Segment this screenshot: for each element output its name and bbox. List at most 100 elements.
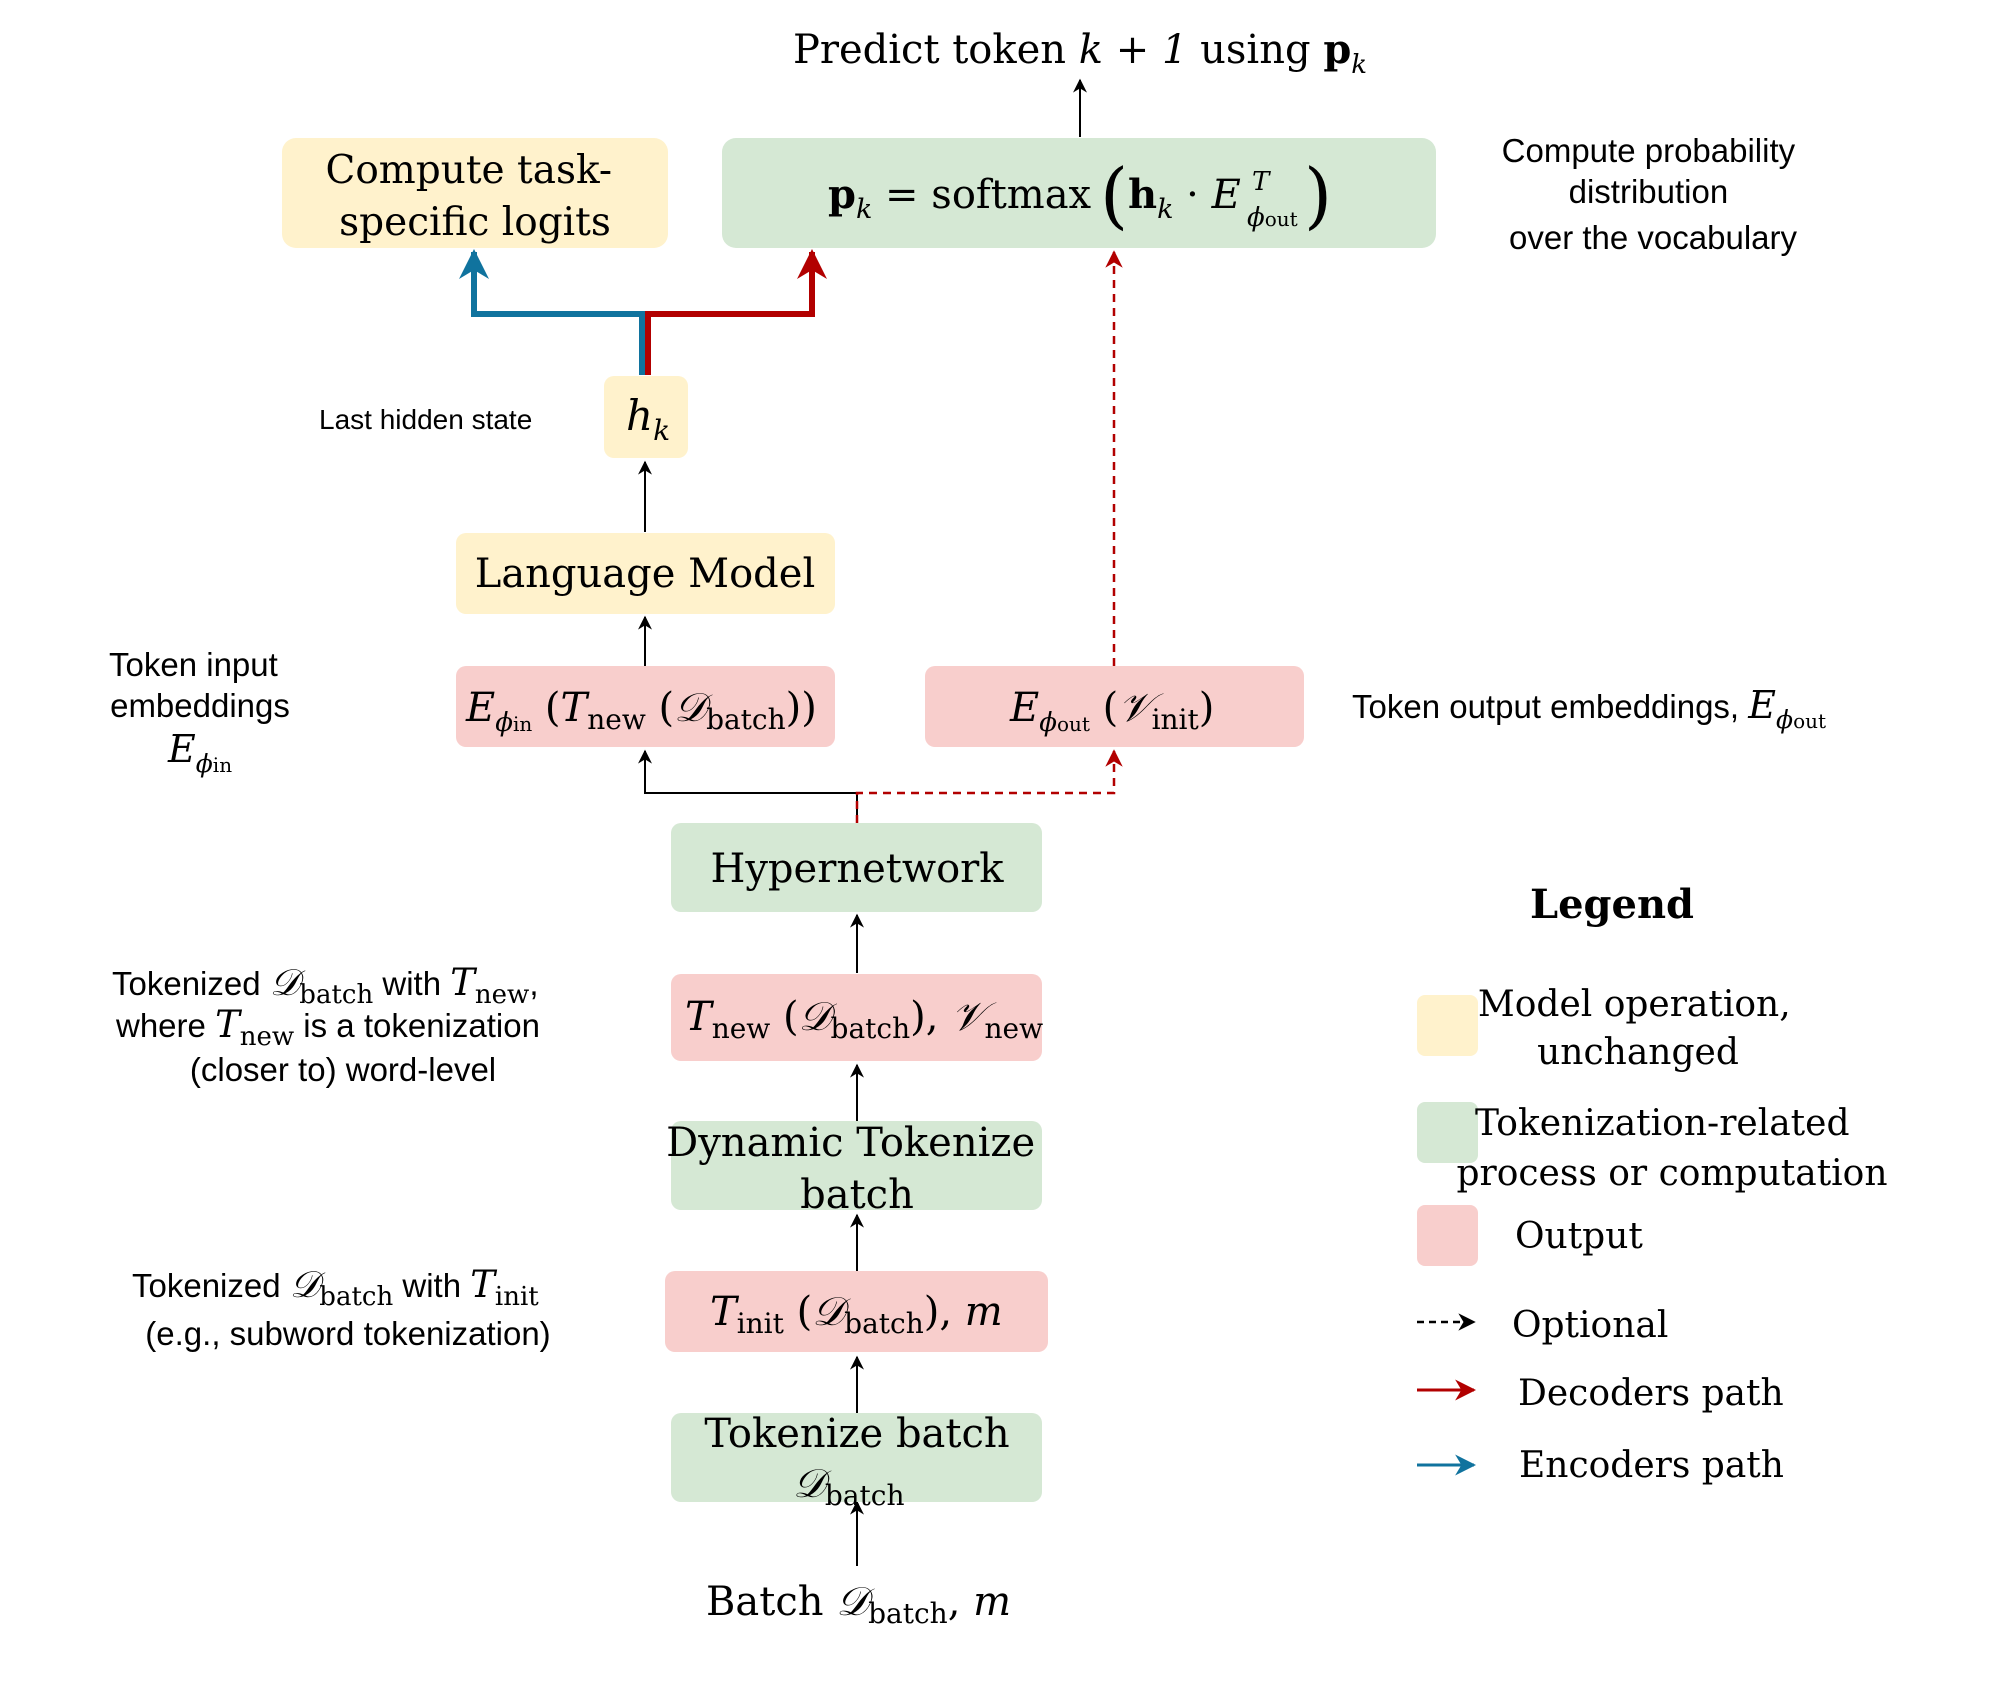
arrow-hypernetwork-to-output-emb [855, 749, 1123, 823]
predict-expr: k + 1 [1079, 27, 1188, 73]
output-emb-V-sub: init [1152, 703, 1200, 736]
input-emb-sub2: in [513, 712, 532, 736]
hypernetwork-label: Hypernetwork [710, 846, 1004, 892]
tokenized-new-T2: T [215, 1003, 242, 1046]
svg-text:Tokenized 𝒟batch with Tnew,: Tokenized 𝒟batch with Tnew, [112, 961, 538, 1010]
tokenized-new-w4: is a tokenization [294, 1007, 540, 1044]
hypernetwork-box [671, 823, 1042, 912]
compute-prob-annotation: Compute probability distribution over th… [1502, 132, 1805, 256]
output-emb-paren: ( [1090, 685, 1118, 731]
token-input-line2: embeddings [110, 687, 290, 724]
predict-p-sub: k [1351, 50, 1367, 80]
legend-model-op-line2: unchanged [1537, 1032, 1739, 1073]
tokenized-init-D-sub: batch [319, 1282, 393, 1312]
tnew-close: ), [910, 994, 951, 1040]
hidden-h: h [626, 391, 653, 440]
legend-swatch-model-op [1417, 995, 1478, 1056]
legend-title: Legend [1530, 881, 1694, 928]
legend-swatch-tokenization [1417, 1102, 1478, 1163]
dynamic-tokenize-line1: Dynamic Tokenize [666, 1120, 1035, 1166]
tokenized-new-T-sub: new [475, 980, 529, 1010]
output-emb-sub2: out [1057, 712, 1090, 736]
softmax-left-paren: ( [1100, 153, 1128, 237]
task-logits-line1: Compute task- [325, 148, 612, 193]
svg-text:Tinit (𝒟batch), m: Tinit (𝒟batch), m [710, 1289, 1003, 1340]
tnew-D-sub: batch [831, 1012, 911, 1045]
tinit-m: m [965, 1289, 1003, 1335]
legend-model-op-line1: Model operation, [1478, 984, 1791, 1025]
compute-prob-line3: over the vocabulary [1509, 219, 1797, 256]
legend-tokenization-line2: process or computation [1456, 1153, 1887, 1194]
batch-prefix: Batch [706, 1579, 836, 1625]
tinit-T: T [710, 1289, 740, 1335]
tokenized-new-T2-sub: new [240, 1022, 294, 1052]
tinit-box [665, 1271, 1048, 1352]
batch-D-sub: batch [868, 1597, 948, 1630]
tokenized-new-T: T [450, 961, 477, 1004]
arrow-hypernetwork-to-input-emb [638, 749, 858, 823]
input-emb-D-sub: batch [706, 703, 786, 736]
tnew-paren: ( [770, 994, 798, 1040]
tinit-T-sub: init [737, 1307, 785, 1340]
token-input-sub: ϕ [196, 749, 213, 778]
softmax-eq: = softmax [872, 172, 1091, 218]
hidden-h-sub: k [653, 414, 670, 447]
softmax-p-sub: k [856, 194, 872, 225]
token-output-E: E [1747, 683, 1776, 727]
predict-using: using [1187, 27, 1323, 73]
compute-prob-line1: Compute probability [1502, 132, 1796, 169]
last-hidden-annotation: Last hidden state [319, 404, 532, 435]
svg-text:Eϕin: Eϕin [167, 727, 232, 778]
svg-text:ϕout: ϕout [1247, 203, 1298, 233]
legend-decoders-label: Decoders path [1518, 1373, 1784, 1414]
token-input-sub2: in [213, 753, 232, 777]
hidden-state-box [604, 376, 688, 458]
batch-m: m [973, 1579, 1011, 1625]
softmax-right-paren: ) [1304, 153, 1332, 237]
task-logits-label: Compute task- specific logits [325, 148, 624, 245]
tokenized-init-w1: Tokenized [132, 1267, 290, 1304]
softmax-E-sup: T [1252, 167, 1271, 197]
input-embeddings-box [456, 666, 835, 747]
tokenize-batch-label: Tokenize batch [704, 1411, 1009, 1457]
softmax-E-sub: ϕ [1247, 203, 1265, 233]
tokenized-new-comma: , [529, 965, 538, 1002]
predict-p: p [1323, 26, 1351, 73]
softmax-box [722, 138, 1436, 248]
input-emb-T-sub: new [587, 703, 646, 736]
tokenized-new-D-sub: batch [299, 980, 373, 1010]
softmax-formula: pk = softmax ( hk · E T ϕout ) [828, 153, 1332, 237]
svg-text:Eϕin (Tnew (𝒟batch)): Eϕin (Tnew (𝒟batch)) [465, 685, 817, 738]
output-emb-E: E [1009, 685, 1039, 731]
tnew-V-sub: new [984, 1012, 1043, 1045]
tokenized-new-w2: with [373, 965, 450, 1002]
token-output-sub: ϕ [1776, 705, 1793, 734]
legend-model-op-label: Model operation, unchanged [1478, 984, 1802, 1073]
legend-tokenization-label: Tokenization-related process or computat… [1456, 1103, 1887, 1194]
svg-text:where Tnew is a tokenization: where Tnew is a tokenization [115, 1003, 540, 1052]
token-output-text: Token output embeddings, [1352, 688, 1748, 725]
tokenized-init-T: T [470, 1263, 497, 1306]
task-logits-box [282, 138, 668, 248]
arrow-hidden-to-task-logits [459, 249, 645, 375]
svg-text:Tnew (𝒟batch), 𝒱new: Tnew (𝒟batch), 𝒱new [685, 994, 1043, 1045]
dynamic-tokenize-box [671, 1121, 1042, 1210]
token-input-E: E [167, 727, 196, 771]
dynamic-tokenize-label: Dynamic Tokenize batch [666, 1120, 1048, 1218]
tokenized-init-w2: with [393, 1267, 470, 1304]
output-emb-sub: ϕ [1039, 708, 1057, 738]
softmax-h: h [1128, 171, 1157, 218]
svg-text:Tokenized 𝒟batch with Tinit: Tokenized 𝒟batch with Tinit [132, 1263, 539, 1312]
compute-prob-line2: distribution [1569, 173, 1729, 210]
legend-tokenization-line1: Tokenization-related [1475, 1103, 1849, 1144]
predict-label: Predict token k + 1 using pk [793, 26, 1367, 80]
legend-optional-label: Optional [1512, 1305, 1668, 1346]
tinit-close: ), [924, 1289, 965, 1335]
svg-text:hk · E: hk · E [1128, 171, 1241, 225]
legend-swatch-output [1417, 1205, 1478, 1266]
softmax-E: E [1211, 172, 1241, 218]
svg-text:Token output embeddings, Eϕout: Token output embeddings, Eϕout [1352, 683, 1826, 734]
tnew-T: T [685, 994, 715, 1040]
softmax-dot: · [1173, 172, 1211, 218]
output-embeddings-box [925, 666, 1304, 747]
